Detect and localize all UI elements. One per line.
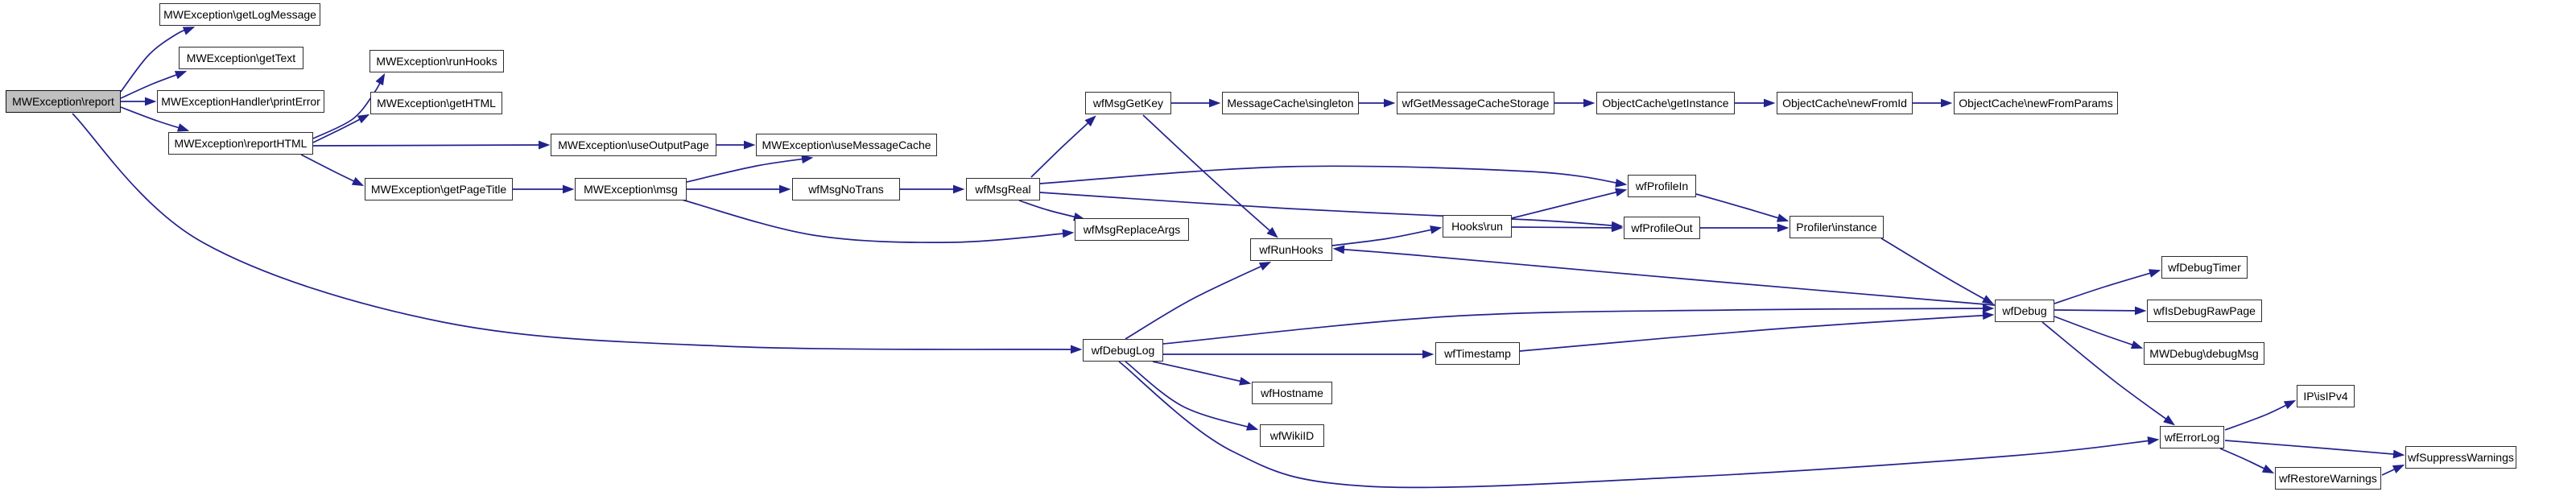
graph-node-wfProfileOut[interactable]: wfProfileOut: [1624, 217, 1700, 239]
edge-reportHTML-getPageTitle: [300, 154, 365, 187]
graph-node-wfTimestamp[interactable]: wfTimestamp: [1435, 342, 1520, 365]
edge-HooksRun-wfProfileIn: [1511, 188, 1628, 219]
graph-node-printError[interactable]: MWExceptionHandler\printError: [157, 90, 324, 113]
graph-node-getPageTitle[interactable]: MWException\getPageTitle: [365, 178, 513, 200]
edge-wfMsgGetKey-wfRunHooks: [1142, 114, 1278, 238]
edge-wfDebugLog-wfWikiID: [1125, 361, 1259, 431]
graph-node-HooksRun[interactable]: Hooks\run: [1443, 215, 1512, 238]
edge-report-getText: [120, 71, 188, 99]
edge-wfMsgReal-wfProfileIn: [1039, 165, 1628, 188]
graph-node-getInstance[interactable]: ObjectCache\getInstance: [1596, 92, 1735, 114]
graph-node-wfIsDebugRawPage[interactable]: wfIsDebugRawPage: [2147, 300, 2262, 322]
edge-ProfilerInstance-wfDebug: [1880, 238, 1995, 305]
graph-node-wfMsgReplaceArgs[interactable]: wfMsgReplaceArgs: [1075, 218, 1189, 241]
edge-wfErrorLog-wfRestoreWarnings: [2219, 448, 2275, 474]
graph-node-getText[interactable]: MWException\getText: [179, 47, 303, 69]
graph-node-ProfilerInstance[interactable]: Profiler\instance: [1790, 216, 1884, 238]
graph-node-wfMsgReal[interactable]: wfMsgReal: [966, 178, 1040, 200]
graph-node-useMessageCache[interactable]: MWException\useMessageCache: [756, 134, 937, 156]
edge-reportHTML-useOutputPage: [312, 140, 551, 150]
graph-node-runHooks[interactable]: MWException\runHooks: [369, 50, 504, 72]
edge-wfMsgReal-wfMsgReplaceArgs: [1018, 200, 1086, 221]
edge-msg-useMessageCache: [686, 155, 814, 183]
graph-node-wfWikiID[interactable]: wfWikiID: [1260, 424, 1324, 447]
graph-node-wfErrorLog[interactable]: wfErrorLog: [2160, 426, 2224, 448]
edge-wfMsgReal-wfProfileOut: [1039, 192, 1624, 230]
edge-wfErrorLog-IPisIPv4: [2224, 399, 2297, 431]
graph-node-wfHostname[interactable]: wfHostname: [1252, 382, 1332, 404]
edge-HooksRun-wfProfileOut: [1511, 223, 1624, 233]
graph-node-wfDebug[interactable]: wfDebug: [1995, 300, 2054, 322]
graph-node-storage[interactable]: wfGetMessageCacheStorage: [1397, 92, 1554, 114]
edge-wfErrorLog-wfSuppressWarnings: [2224, 440, 2405, 459]
edge-report-reportHTML: [120, 106, 190, 132]
edge-wfDebugLog-wfHostname: [1152, 361, 1252, 386]
edge-wfDebug-wfDebugTimer: [2054, 269, 2161, 304]
edge-wfRunHooks-HooksRun: [1331, 225, 1443, 246]
graph-node-wfDebugLog[interactable]: wfDebugLog: [1083, 339, 1163, 362]
edge-wfTimestamp-wfDebug: [1519, 311, 1995, 352]
edge-wfMsgReal-wfMsgGetKey: [1030, 115, 1096, 178]
graph-node-MWDebugDebugMsg[interactable]: MWDebug\debugMsg: [2144, 342, 2264, 365]
graph-node-report[interactable]: MWException\report: [6, 90, 121, 113]
edge-wfProfileIn-ProfilerInstance: [1695, 193, 1790, 222]
graph-node-msg[interactable]: MWException\msg: [575, 178, 687, 200]
graph-node-reportHTML[interactable]: MWException\reportHTML: [168, 132, 313, 155]
edge-wfDebug-MWDebugDebugMsg: [2054, 316, 2144, 349]
graph-node-newFromId[interactable]: ObjectCache\newFromId: [1777, 92, 1913, 114]
graph-node-wfMsgGetKey[interactable]: wfMsgGetKey: [1085, 92, 1171, 114]
graph-node-wfSuppressWarnings[interactable]: wfSuppressWarnings: [2405, 446, 2516, 469]
graph-node-useOutputPage[interactable]: MWException\useOutputPage: [551, 134, 716, 156]
edge-msg-wfMsgReplaceArgs: [681, 199, 1075, 243]
graph-node-wfRunHooks[interactable]: wfRunHooks: [1250, 238, 1332, 261]
edge-wfDebugLog-wfErrorLog: [1118, 361, 2160, 489]
graph-node-IPisIPv4[interactable]: IP\isIPv4: [2297, 385, 2355, 407]
graph-node-newFromParams[interactable]: ObjectCache\newFromParams: [1954, 92, 2118, 114]
edge-report-wfDebugLog: [72, 113, 1083, 354]
edge-reportHTML-getHTML: [312, 114, 370, 143]
graph-node-wfProfileIn[interactable]: wfProfileIn: [1628, 175, 1696, 197]
edge-wfRestoreWarnings-wfSuppressWarnings: [2381, 464, 2405, 476]
edge-report-getLogMessage: [120, 27, 196, 93]
edge-wfDebugLog-wfRunHooks: [1125, 261, 1272, 340]
edge-wfDebug-wfRunHooks: [1332, 245, 1996, 306]
graph-node-singleton[interactable]: MessageCache\singleton: [1222, 92, 1359, 114]
edge-reportHTML-runHooks: [312, 72, 386, 139]
graph-node-wfRestoreWarnings[interactable]: wfRestoreWarnings: [2275, 467, 2381, 490]
edge-wfDebugLog-wfDebug: [1162, 304, 1995, 345]
graph-node-wfDebugTimer[interactable]: wfDebugTimer: [2161, 256, 2248, 279]
graph-node-wfMsgNoTrans[interactable]: wfMsgNoTrans: [792, 178, 900, 200]
graph-node-getLogMessage[interactable]: MWException\getLogMessage: [159, 3, 320, 26]
graph-node-getHTML[interactable]: MWException\getHTML: [370, 92, 502, 114]
edge-wfDebug-wfIsDebugRawPage: [2054, 306, 2147, 316]
edge-wfDebug-wfErrorLog: [2041, 321, 2175, 426]
